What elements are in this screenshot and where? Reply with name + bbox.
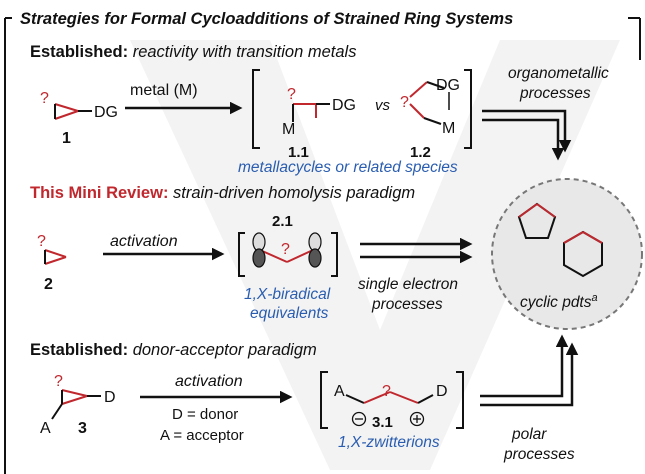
metal-label: M — [282, 121, 295, 138]
metal-label: M — [442, 120, 455, 137]
caption-zwitterions: 1,X-zwitterions — [338, 434, 440, 451]
unknown-mark: ? — [382, 383, 391, 400]
compound-2-label: 2 — [44, 276, 53, 293]
product-circle — [491, 178, 643, 330]
outcome-processes: processes — [503, 446, 575, 463]
acceptor-definition: A = acceptor — [160, 427, 244, 444]
caption-equivalents: equivalents — [250, 305, 329, 322]
unknown-mark: ? — [400, 94, 409, 111]
arrow-label-activation: activation — [175, 373, 243, 390]
unknown-mark: ? — [40, 90, 49, 107]
dg-label: DG — [94, 104, 118, 121]
caption-metallacycles: metallacycles or related species — [238, 159, 458, 176]
product-label: cyclic pdtsa — [520, 292, 598, 311]
outcome-processes: processes — [371, 296, 443, 313]
compound-3-label: 3 — [78, 420, 87, 437]
arrows-to-product-2 — [360, 237, 473, 264]
outcome-processes: processes — [519, 85, 591, 102]
acceptor-label: A — [40, 420, 51, 437]
unknown-mark: ? — [281, 241, 290, 258]
unknown-mark: ? — [287, 86, 296, 103]
sec2-title: This Mini Review: strain-driven homolysi… — [30, 184, 415, 202]
arrows-to-product-3 — [480, 334, 579, 407]
label-3-1: 3.1 — [372, 414, 393, 431]
donor-definition: D = donor — [172, 406, 238, 423]
sec3-title: Established: donor-acceptor paradigm — [30, 341, 317, 359]
caption-biradical: 1,X-biradical — [244, 286, 331, 303]
unknown-mark: ? — [54, 373, 63, 390]
biradical-2-1 — [252, 232, 322, 268]
arrows-to-product-1 — [482, 109, 572, 161]
bracket-1 — [252, 69, 472, 149]
bracket-2 — [238, 232, 338, 277]
frame — [4, 17, 641, 474]
vs-label: vs — [375, 97, 391, 114]
dg-label: DG — [332, 97, 356, 114]
sec1-title: Established: reactivity with transition … — [30, 43, 356, 61]
species-1-2 — [409, 81, 450, 125]
label-1-2: 1.2 — [410, 144, 431, 161]
donor-label: D — [104, 389, 116, 406]
zwitterion-3-1 — [345, 391, 434, 427]
label-2-1: 2.1 — [272, 213, 293, 230]
compound-1-label: 1 — [62, 130, 71, 147]
dg-label: DG — [436, 77, 460, 94]
outcome-single-electron: single electron — [358, 276, 458, 293]
cyclopropane-2 — [44, 249, 67, 265]
metallacycle-1-1 — [292, 103, 330, 122]
bracket-3 — [320, 371, 464, 429]
donor-label: D — [436, 383, 448, 400]
arrow-label-metal: metal (M) — [130, 82, 198, 99]
cyclopropane-1 — [54, 103, 92, 120]
outcome-organometallic: organometallic — [508, 65, 609, 82]
acceptor-label: A — [334, 383, 345, 400]
unknown-mark: ? — [37, 233, 46, 250]
cyclopropane-3 — [51, 389, 101, 420]
arrow-label-activation: activation — [110, 233, 178, 250]
header-title: Strategies for Formal Cycloadditions of … — [20, 10, 513, 28]
outcome-polar: polar — [511, 426, 547, 443]
label-1-1: 1.1 — [288, 144, 309, 161]
